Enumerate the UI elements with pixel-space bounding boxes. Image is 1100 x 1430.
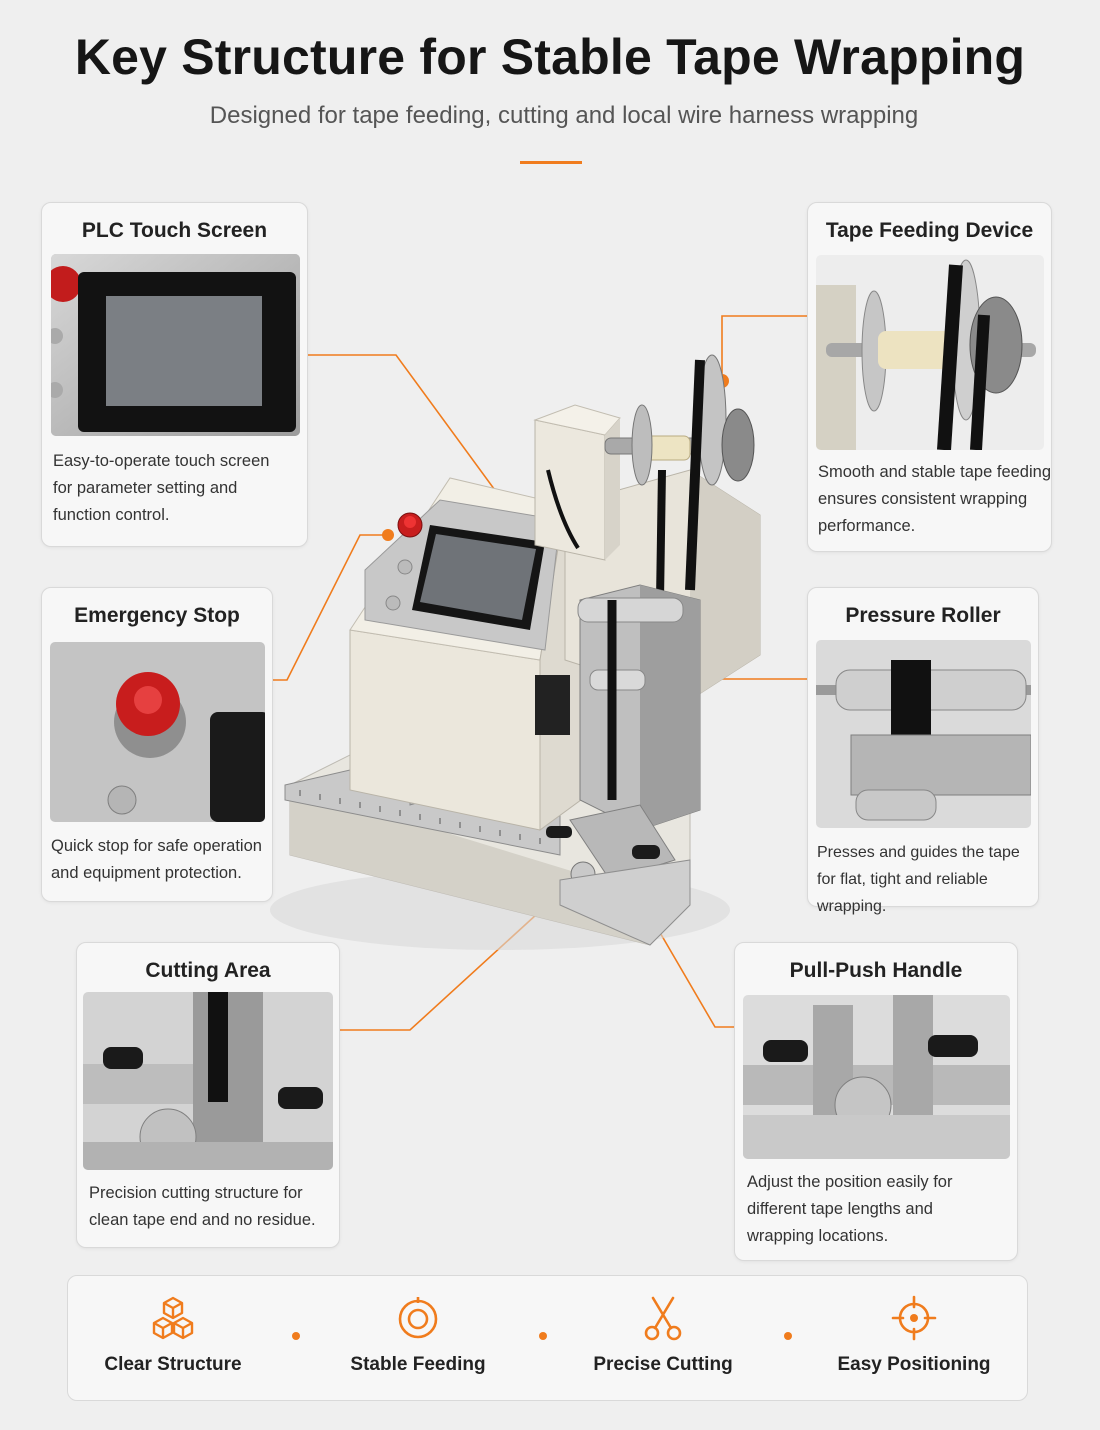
callout-title: Pull-Push Handle bbox=[789, 959, 963, 982]
cutting-area-photo bbox=[83, 992, 333, 1170]
title-accent-bar bbox=[520, 161, 582, 164]
feature-label: Precise Cutting bbox=[593, 1354, 733, 1375]
scissors-icon bbox=[644, 1296, 682, 1341]
leader-line-emergency-stop bbox=[273, 534, 388, 681]
page-subtitle: Designed for tape feeding, cutting and l… bbox=[209, 102, 919, 129]
callout-title: PLC Touch Screen bbox=[81, 219, 268, 242]
machine-illustration bbox=[270, 240, 790, 960]
callout-card-emergency-stop: Emergency Stop Quick stop for safe opera… bbox=[41, 587, 273, 902]
leader-line-pull-push bbox=[647, 911, 734, 1028]
leader-line-plc bbox=[308, 354, 531, 539]
plc-touch-screen-photo bbox=[51, 254, 300, 436]
feature-stable-feeding: Stable Feeding bbox=[318, 1294, 518, 1376]
pull-push-handle-photo bbox=[743, 995, 1010, 1159]
callout-title: Emergency Stop bbox=[74, 604, 240, 627]
callout-title: Pressure Roller bbox=[845, 604, 1001, 627]
leader-line-tape-feeding bbox=[721, 315, 807, 381]
feature-bar: Clear Structure Stable Feeding Precise C… bbox=[67, 1275, 1028, 1401]
feature-precise-cutting: Precise Cutting bbox=[563, 1294, 763, 1376]
callout-card-pull-push-handle: Pull-Push Handle Adjust the position eas… bbox=[734, 942, 1018, 1261]
callout-card-pressure-roller: Pressure Roller Presses and guides the t… bbox=[807, 587, 1039, 915]
callout-card-tape-feeding-device: Tape Feeding Device Smooth and stable ta… bbox=[807, 202, 1052, 552]
marker-dot-emergency-stop bbox=[382, 529, 394, 541]
feature-clear-structure: Clear Structure bbox=[73, 1294, 273, 1376]
callout-card-plc-touch-screen: PLC Touch Screen Easy-to-operate touch s… bbox=[41, 202, 308, 547]
callout-description: Quick stop for safe operation and equipm… bbox=[51, 837, 262, 882]
feature-separator-dot bbox=[784, 1332, 792, 1340]
feature-label: Clear Structure bbox=[104, 1354, 242, 1375]
cubes-icon bbox=[152, 1296, 194, 1340]
feature-label: Easy Positioning bbox=[837, 1354, 991, 1375]
callout-description: Adjust the position easily for different… bbox=[747, 1173, 953, 1245]
callout-card-cutting-area: Cutting Area Precision cutting structure… bbox=[76, 942, 340, 1248]
target-circle-icon bbox=[398, 1297, 438, 1339]
pressure-roller-photo bbox=[816, 640, 1031, 828]
callout-description: Easy-to-operate touch screen for paramet… bbox=[53, 452, 270, 524]
feature-label: Stable Feeding bbox=[350, 1354, 486, 1375]
crosshair-icon bbox=[891, 1295, 937, 1341]
callout-description: Smooth and stable tape feeding ensures c… bbox=[818, 463, 1052, 535]
feature-easy-positioning: Easy Positioning bbox=[814, 1294, 1014, 1376]
callout-title: Cutting Area bbox=[145, 959, 271, 982]
callout-description: Precision cutting structure for clean ta… bbox=[89, 1184, 316, 1229]
feature-separator-dot bbox=[539, 1332, 547, 1340]
callout-title: Tape Feeding Device bbox=[825, 219, 1034, 242]
feature-separator-dot bbox=[292, 1332, 300, 1340]
callout-description: Presses and guides the tape for flat, ti… bbox=[817, 844, 1020, 915]
emergency-stop-photo bbox=[50, 642, 265, 822]
page-title: Key Structure for Stable Tape Wrapping bbox=[74, 29, 1026, 85]
tape-feeding-device-photo bbox=[816, 255, 1044, 450]
